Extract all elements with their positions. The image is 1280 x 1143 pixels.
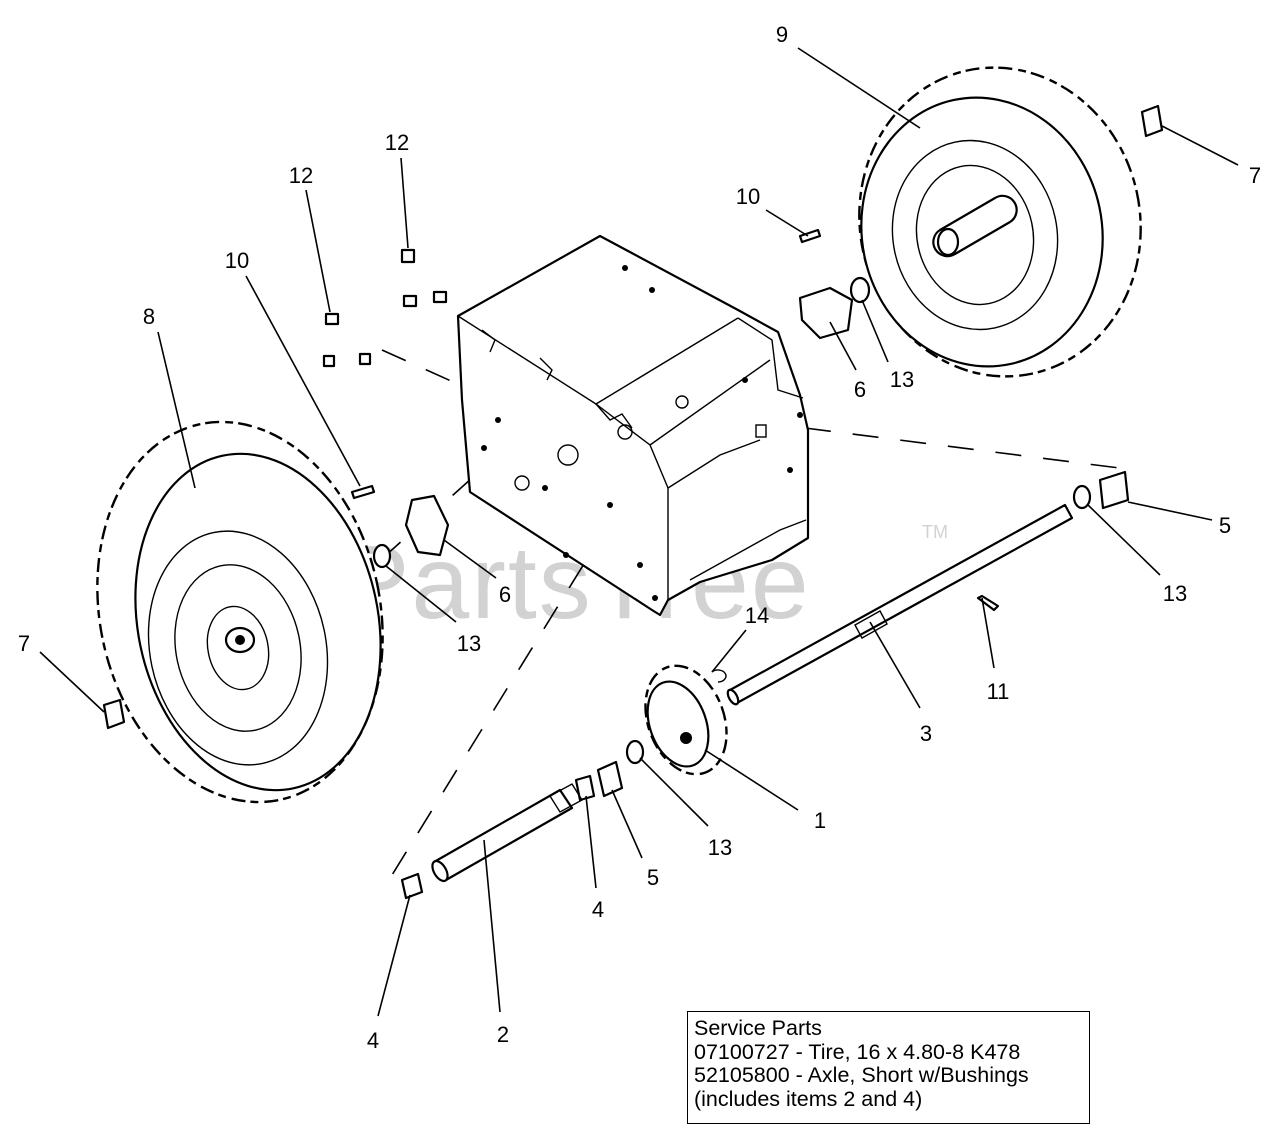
long-axle [726,503,1074,706]
callout-7: 7 [1249,163,1261,188]
left-wheel-tire [96,420,384,804]
leader-lines [39,47,1239,1017]
callout-3: 3 [920,721,932,746]
callout-8: 8 [143,304,155,329]
drive-gear [644,664,728,776]
chassis-frame [456,234,810,617]
short-axle [431,783,583,883]
service-part-line-2: 52105800 - Axle, Short w/Bushings [694,1063,1029,1087]
callout-2: 2 [497,1022,509,1047]
callout-9: 9 [776,22,788,47]
callout-5: 5 [647,865,659,890]
service-parts-heading: Service Parts [694,1016,822,1040]
callout-13: 13 [890,367,914,392]
callout-4: 4 [592,897,604,922]
callout-4: 4 [367,1028,379,1053]
callout-13: 13 [457,631,481,656]
callout-12: 12 [385,130,409,155]
right-wheel-tire [858,66,1142,378]
callout-11: 11 [987,679,1010,704]
callout-5: 5 [1219,513,1231,538]
service-parts-box: Service Parts 07100727 - Tire, 16 x 4.80… [687,1011,1090,1124]
watermark-trademark: TM [922,522,948,542]
callout-12: 12 [289,163,313,188]
callout-1: 1 [814,808,826,833]
callout-13: 13 [708,835,732,860]
callout-14: 14 [745,603,769,628]
callout-10: 10 [736,184,760,209]
callout-10: 10 [225,248,249,273]
callout-7: 7 [18,631,30,656]
callout-6: 6 [499,582,511,607]
callout-6: 6 [854,377,866,402]
callout-13: 13 [1163,581,1187,606]
service-part-line-1: 07100727 - Tire, 16 x 4.80-8 K478 [694,1039,1021,1064]
hardware-parts [102,104,1164,900]
service-part-line-3: (includes items 2 and 4) [694,1086,923,1111]
